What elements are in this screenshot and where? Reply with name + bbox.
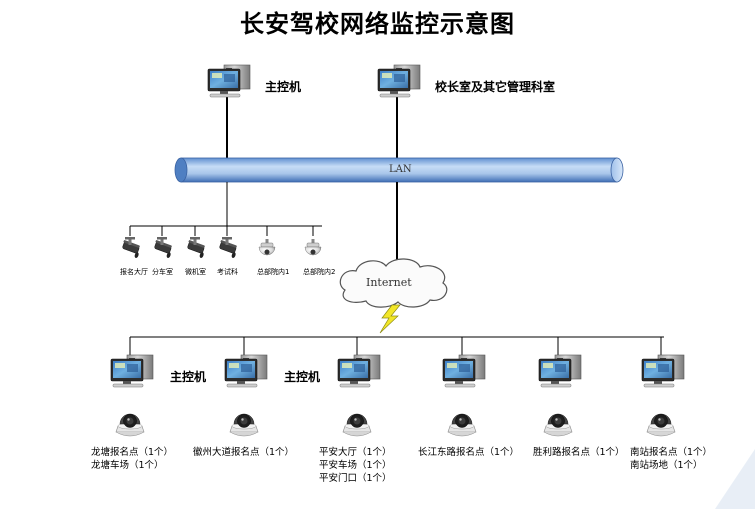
speed-dome-camera-icon [258,238,276,256]
lan-backbone [174,157,624,183]
branch-site-line: 南站场地（1个） [630,460,703,471]
branch-site-label: 徽州大道报名点（1个） [193,446,294,459]
dome-camera-icon [229,413,259,437]
branch-site-line: 平安车场（1个） [319,460,392,471]
local-camera-label: 报名大厅 [120,268,148,276]
corner-decoration [715,449,755,509]
branch-site-line: 南站报名点（1个） [630,447,713,458]
branch-site-label: 平安大厅（1个） 平安车场（1个） 平安门口（1个） [319,446,392,485]
local-camera-label: 分车室 [152,268,173,276]
internet-label: Internet [366,276,412,289]
branch-pc-icon [110,354,154,388]
dome-camera-icon [447,413,477,437]
branch-site-label: 胜利路报名点（1个） [533,446,625,459]
internet-cloud [339,258,448,308]
speed-dome-camera-icon [304,238,322,256]
branch-site-line: 长江东路报名点（1个） [418,447,520,458]
bullet-camera-icon [121,236,141,260]
local-camera-label: 总部院内1 [257,268,290,276]
branch-site-label: 长江东路报名点（1个） [418,446,519,459]
branch-pc-icon [538,354,582,388]
local-camera-label: 考试科 [217,268,238,276]
bullet-camera-icon [186,236,206,260]
branch-pc-icon [224,354,268,388]
branch-site-line: 龙塘车场（1个） [91,460,164,471]
branch-site-line: 胜利路报名点（1个） [533,447,625,458]
bullet-camera-icon [218,236,238,260]
lightning-icon [379,304,401,334]
local-camera-label: 总部院内2 [303,268,336,276]
branch-site-label: 龙塘报名点（1个） 龙塘车场（1个） [91,446,173,472]
lan-label: LAN [389,164,412,175]
branch-site-label: 南站报名点（1个） 南站场地（1个） [630,446,712,472]
dome-camera-icon [543,413,573,437]
branch-site-line: 徽州大道报名点（1个） [193,447,295,458]
branch-pc-icon [442,354,486,388]
bullet-camera-icon [153,236,173,260]
pc-main-control-icon [207,64,251,98]
local-camera-label: 微机室 [185,268,206,276]
branch-main-control-label: 主控机 [284,370,321,384]
branch-site-line: 平安门口（1个） [319,473,392,484]
branch-pc-icon [337,354,381,388]
pc-principal-office-icon [377,64,421,98]
branch-pc-icon [641,354,685,388]
branch-site-line: 龙塘报名点（1个） [91,447,174,458]
diagram-title: 长安驾校网络监控示意图 [240,10,515,38]
main-control-label: 主控机 [265,80,302,94]
branch-site-line: 平安大厅（1个） [319,447,392,458]
principal-office-label: 校长室及其它管理科室 [435,80,556,94]
dome-camera-icon [115,413,145,437]
branch-main-control-label: 主控机 [170,370,207,384]
dome-camera-icon [342,413,372,437]
dome-camera-icon [646,413,676,437]
